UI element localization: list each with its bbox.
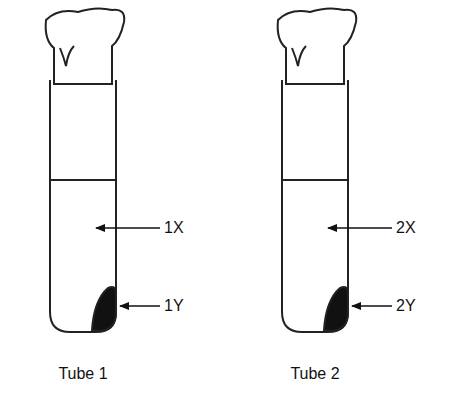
part-label: 1X bbox=[164, 219, 184, 237]
test-tube bbox=[46, 8, 125, 332]
tube-caption: Tube 2 bbox=[290, 365, 339, 383]
tube-caption: Tube 1 bbox=[58, 365, 107, 383]
part-label: 2Y bbox=[396, 297, 416, 315]
leader-arrow bbox=[96, 228, 392, 306]
part-label: 2X bbox=[396, 219, 416, 237]
test-tube bbox=[278, 8, 357, 332]
part-label: 1Y bbox=[164, 297, 184, 315]
